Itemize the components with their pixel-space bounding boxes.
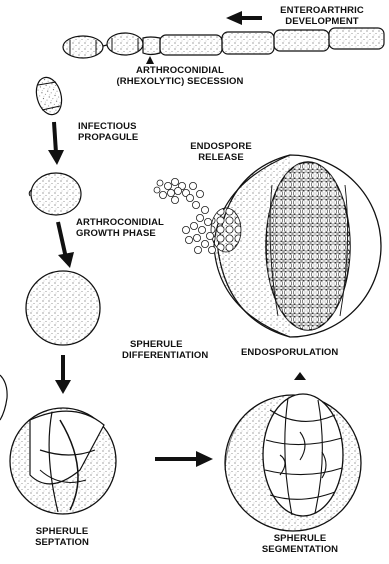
infectious-propagule-label: INFECTIOUS PROPAGULE: [78, 122, 138, 143]
released-endospores: [154, 178, 216, 253]
secession-pointer: [146, 56, 154, 64]
infectious-propagule: [31, 173, 81, 215]
differentiation-line-1: SPHERULE: [122, 340, 208, 351]
enteroarthric-line-1: ENTEROARTHRIC: [255, 6, 389, 17]
mature-spherule: [211, 155, 381, 337]
arrow-to-endosporulation: [294, 372, 306, 380]
endospore-release-label: ENDOSPORE RELEASE: [176, 142, 266, 163]
arrow-to-septation: [55, 355, 71, 394]
endosporulation-text: ENDOSPORULATION: [241, 348, 338, 359]
infectious-line-2: PROPAGULE: [78, 133, 138, 144]
differentiation-line-2: DIFFERENTIATION: [122, 351, 208, 362]
enteroarthric-development-label: ENTEROARTHRIC DEVELOPMENT: [255, 6, 389, 27]
segmented-spherule: [225, 394, 361, 531]
segmentation-line-1: SPHERULE: [250, 534, 350, 545]
arrow-to-growth: [58, 222, 74, 268]
septated-spherule: [10, 408, 116, 514]
arrow-to-segmentation: [155, 451, 213, 467]
hyphal-chain: [63, 28, 384, 58]
endosporulation-label: ENDOSPORULATION: [241, 348, 338, 359]
arthroconidium: [32, 75, 65, 118]
spherule-differentiation-label: SPHERULE DIFFERENTIATION: [122, 340, 208, 361]
septation-line-2: SEPTATION: [22, 538, 102, 549]
infectious-line-1: INFECTIOUS: [78, 122, 138, 133]
septation-line-1: SPHERULE: [22, 527, 102, 538]
growth-line-1: ARTHROCONIDIAL: [76, 218, 164, 229]
secession-line-1: ARTHROCONIDIAL: [90, 66, 270, 77]
arrow-to-propagule: [48, 122, 64, 165]
spherule-septation-label: SPHERULE SEPTATION: [22, 527, 102, 548]
segmentation-line-2: SEGMENTATION: [250, 545, 350, 556]
growth-phase-label: ARTHROCONIDIAL GROWTH PHASE: [76, 218, 164, 239]
growing-spherule: [26, 271, 100, 345]
endospore-line-2: RELEASE: [176, 153, 266, 164]
edge-fragment: [0, 375, 7, 420]
growth-line-2: GROWTH PHASE: [76, 229, 164, 240]
endospore-line-1: ENDOSPORE: [176, 142, 266, 153]
secession-label: ARTHROCONIDIAL (RHEXOLYTIC) SECESSION: [90, 66, 270, 87]
spherule-segmentation-label: SPHERULE SEGMENTATION: [250, 534, 350, 555]
enteroarthric-line-2: DEVELOPMENT: [255, 17, 389, 28]
secession-line-2: (RHEXOLYTIC) SECESSION: [90, 77, 270, 88]
